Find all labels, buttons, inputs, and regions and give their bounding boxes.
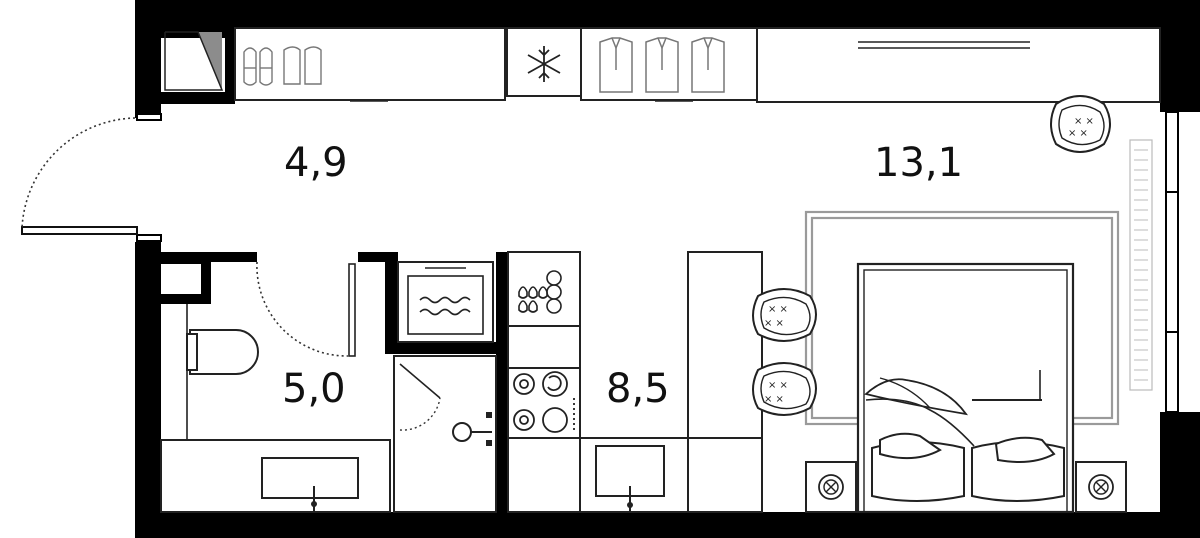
chair-icon: × × × ×: [1050, 95, 1111, 153]
walls: [135, 0, 1200, 538]
sink-icon: [261, 457, 359, 512]
bathroom-fixtures: [160, 261, 391, 513]
room-area-kitchen: 8,5: [606, 366, 670, 412]
toilet-icon: [186, 329, 259, 375]
radiator: [1129, 139, 1153, 391]
shoes-icon: [243, 46, 322, 86]
room-area-hall: 4,9: [284, 140, 348, 186]
wall-openings: [136, 111, 1179, 413]
dishwasher-icon: [518, 270, 562, 314]
pillow-icon: [871, 432, 1065, 502]
shower-icon: [393, 355, 497, 513]
svg-text:× ×: × ×: [764, 394, 784, 405]
shirt-icon: [599, 37, 725, 93]
room-area-bathroom: 5,0: [282, 366, 346, 412]
chair-icon: × × × ×: [752, 288, 817, 342]
sink-icon: [595, 445, 665, 512]
snowflake-icon: [527, 46, 561, 82]
svg-text:× ×: × ×: [764, 318, 784, 329]
chair-icon: × × × ×: [752, 362, 817, 416]
lamp-icon: [1075, 461, 1127, 513]
svg-text:× ×: × ×: [1068, 128, 1088, 139]
hob-icon: [513, 371, 575, 433]
lamp-icon: [805, 461, 857, 513]
svg-text:× ×: × ×: [1074, 116, 1094, 127]
entrance-door: [21, 117, 138, 235]
washing-machine-icon: [397, 261, 494, 343]
wardrobe: [164, 27, 1161, 103]
room-area-living: 13,1: [874, 140, 963, 186]
svg-text:× ×: × ×: [768, 380, 788, 391]
svg-text:× ×: × ×: [768, 304, 788, 315]
